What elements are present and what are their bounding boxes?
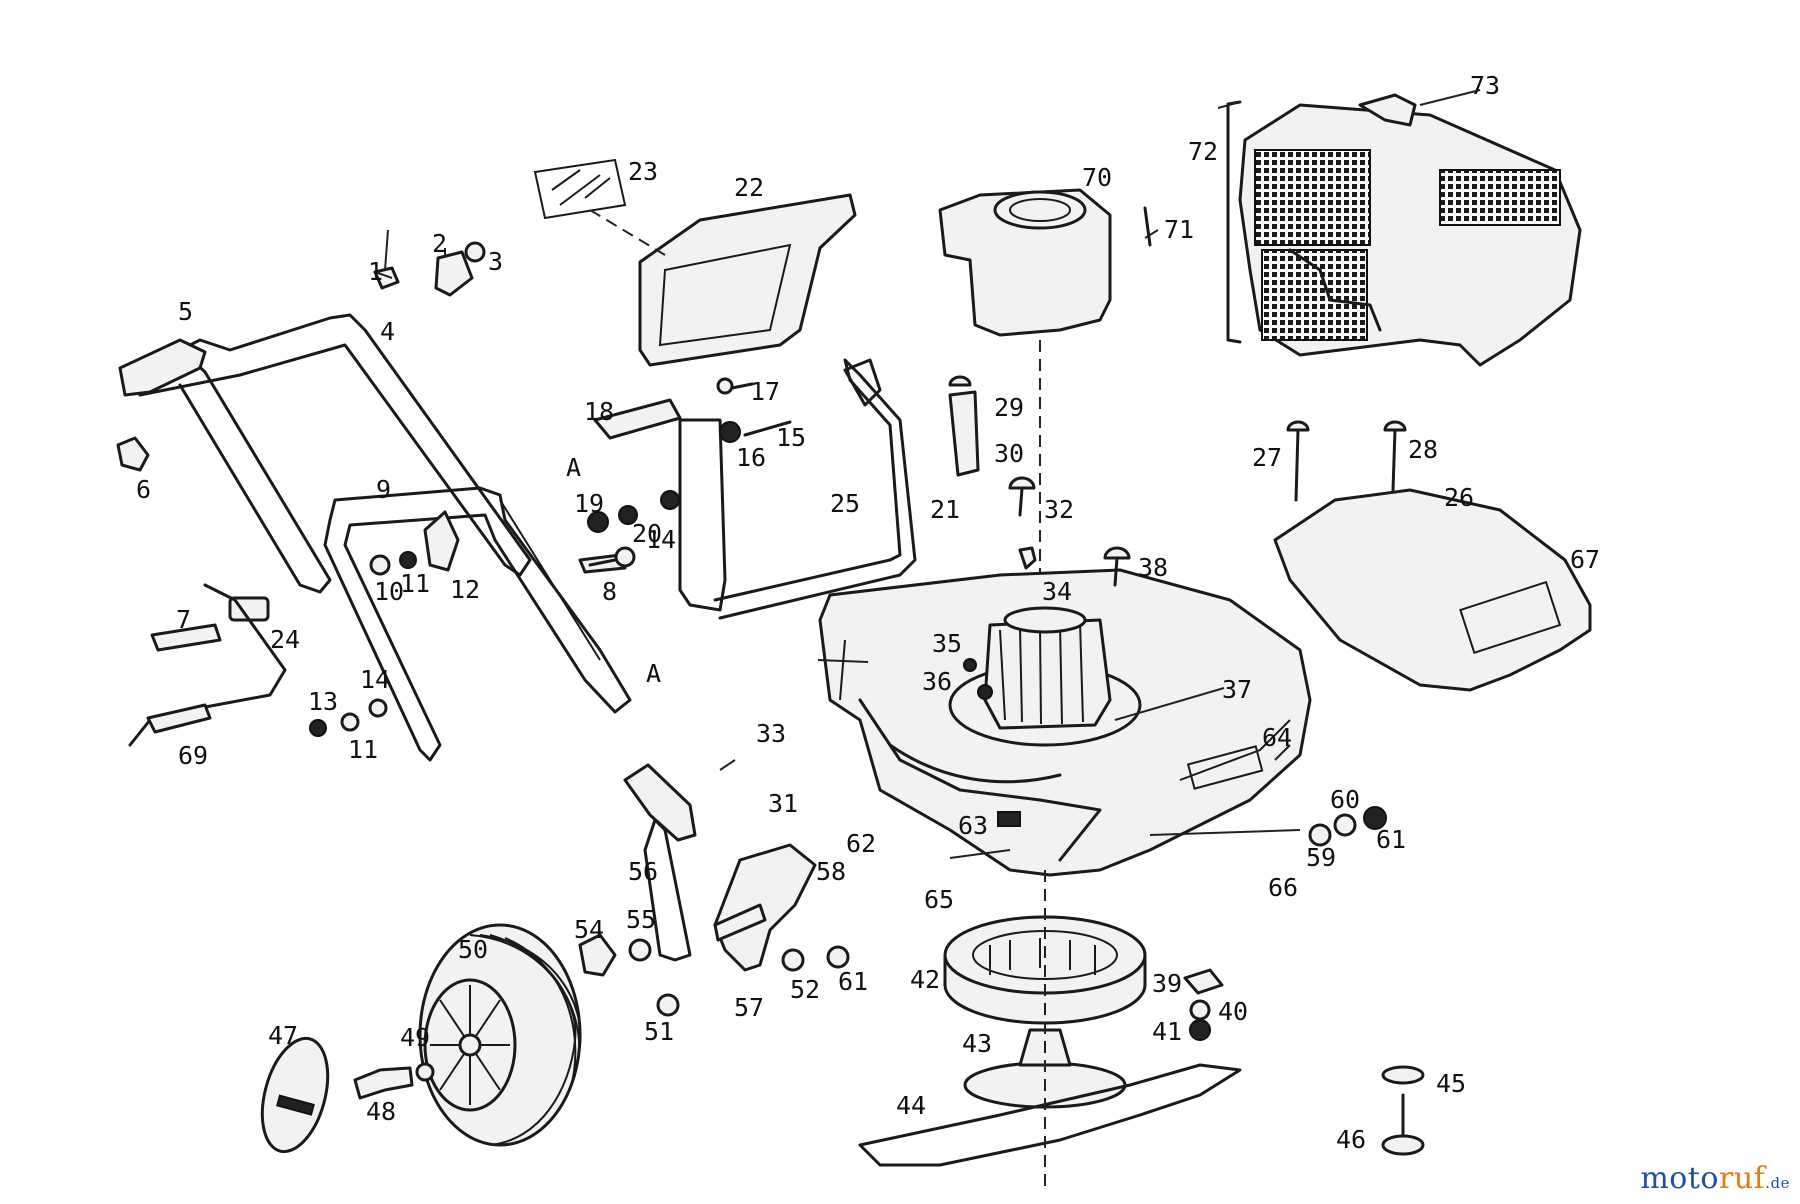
callout-72: 72 <box>1188 137 1218 166</box>
callout-37: 37 <box>1222 675 1252 704</box>
callout-12: 12 <box>450 575 480 604</box>
callout-73: 73 <box>1470 71 1500 100</box>
callout-62: 62 <box>846 829 876 858</box>
callout-23: 23 <box>628 157 658 186</box>
callout-16: 16 <box>736 443 766 472</box>
callout-63: 63 <box>958 811 988 840</box>
callout-67: 67 <box>1570 545 1600 574</box>
callout-13: 13 <box>308 687 338 716</box>
callout-25: 25 <box>830 489 860 518</box>
callout-61a: 61 <box>1376 825 1406 854</box>
callout-39: 39 <box>1152 969 1182 998</box>
callout-61b: 61 <box>838 967 868 996</box>
callout-33: 33 <box>756 719 786 748</box>
callout-28: 28 <box>1408 435 1438 464</box>
callout-24: 24 <box>270 625 300 654</box>
callout-26: 26 <box>1444 483 1474 512</box>
callout-56: 56 <box>628 857 658 886</box>
callout-17: 17 <box>750 377 780 406</box>
callout-51: 51 <box>644 1017 674 1046</box>
mounting-bracket <box>587 358 917 620</box>
callout-50: 50 <box>458 935 488 964</box>
callout-40: 40 <box>1218 997 1248 1026</box>
axle-nuts <box>1308 806 1387 847</box>
callout-20: 20 <box>632 519 662 548</box>
callout-10: 10 <box>374 577 404 606</box>
callout-71: 71 <box>1164 215 1194 244</box>
callout-34: 34 <box>1042 577 1072 606</box>
callout-11a: 11 <box>400 569 430 598</box>
callout-64: 64 <box>1262 723 1292 752</box>
callout-11b: 11 <box>348 735 378 764</box>
callout-38: 38 <box>1138 553 1168 582</box>
callout-45: 45 <box>1436 1069 1466 1098</box>
site-watermark: motoruf.de <box>1640 1161 1790 1196</box>
callout-14b: 14 <box>646 525 676 554</box>
leader-lines <box>374 89 1481 859</box>
callout-69: 69 <box>178 741 208 770</box>
callout-30: 30 <box>994 439 1024 468</box>
callout-14a: 14 <box>360 665 390 694</box>
callout-9: 9 <box>376 475 391 504</box>
callout-7: 7 <box>176 605 191 634</box>
callout-47: 47 <box>268 1021 298 1050</box>
callout-4: 4 <box>380 317 395 346</box>
callout-A-right: A <box>646 659 661 688</box>
grass-catcher-bag <box>1226 93 1582 367</box>
callout-6: 6 <box>136 475 151 504</box>
callout-43: 43 <box>962 1029 992 1058</box>
part-callouts: 1 2 3 4 5 6 7 8 9 10 11 12 13 14 11 14 1… <box>136 71 1600 1154</box>
callout-8: 8 <box>602 577 617 606</box>
callout-29: 29 <box>994 393 1024 422</box>
callout-3: 3 <box>488 247 503 276</box>
callout-19: 19 <box>574 489 604 518</box>
motor-cover <box>938 188 1152 580</box>
callout-A-left: A <box>566 453 581 482</box>
watermark-part3: .de <box>1765 1174 1790 1192</box>
wheel <box>260 923 582 1154</box>
callout-5: 5 <box>178 297 193 326</box>
callout-55: 55 <box>626 905 656 934</box>
callout-21: 21 <box>930 495 960 524</box>
callout-41: 41 <box>1152 1017 1182 1046</box>
push-handle-lower <box>323 486 632 762</box>
callout-15: 15 <box>776 423 806 452</box>
callout-32: 32 <box>1044 495 1074 524</box>
electric-motor <box>948 375 1142 747</box>
callout-59: 59 <box>1306 843 1336 872</box>
watermark-part1: moto <box>1640 1161 1719 1196</box>
callout-22: 22 <box>734 173 764 202</box>
callout-36: 36 <box>922 667 952 696</box>
deflector-flap <box>533 158 857 367</box>
callout-18: 18 <box>584 397 614 426</box>
callout-27: 27 <box>1252 443 1282 472</box>
callout-58: 58 <box>816 857 846 886</box>
callout-31: 31 <box>768 789 798 818</box>
callout-65: 65 <box>924 885 954 914</box>
callout-66: 66 <box>1268 873 1298 902</box>
callout-35: 35 <box>932 629 962 658</box>
callout-46: 46 <box>1336 1125 1366 1154</box>
callout-54: 54 <box>574 915 604 944</box>
height-adjuster <box>578 763 850 1017</box>
callout-70: 70 <box>1082 163 1112 192</box>
callout-60: 60 <box>1330 785 1360 814</box>
watermark-part2: ruf <box>1718 1161 1766 1196</box>
callout-44: 44 <box>896 1091 926 1120</box>
callout-1: 1 <box>368 257 383 286</box>
push-handle-upper <box>118 313 532 594</box>
switch-parts <box>373 241 486 297</box>
callout-48: 48 <box>366 1097 396 1126</box>
callout-2: 2 <box>432 229 447 258</box>
callout-57: 57 <box>734 993 764 1022</box>
callout-49: 49 <box>400 1023 430 1052</box>
callout-42: 42 <box>910 965 940 994</box>
handle-clamp-parts <box>116 436 627 747</box>
callout-52: 52 <box>790 975 820 1004</box>
blade-fasteners <box>1183 968 1425 1156</box>
cutting-blade <box>858 870 1242 1190</box>
top-cover <box>1273 420 1592 692</box>
